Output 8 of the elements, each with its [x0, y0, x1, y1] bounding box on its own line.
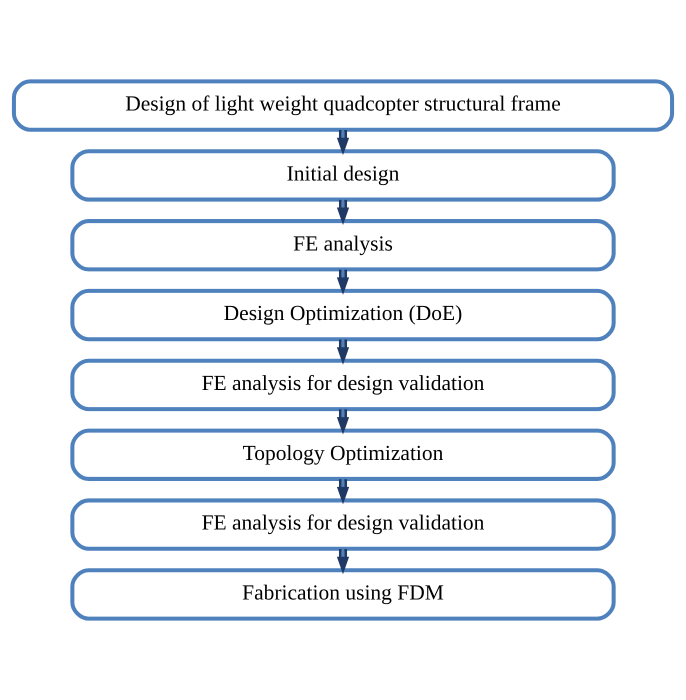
node-box: Initial design: [70, 149, 616, 202]
node-box: FE analysis: [70, 219, 616, 272]
node-box: Design of light weight quadcopter structural frame: [12, 79, 674, 132]
node-box: Topology Optimization: [70, 428, 616, 481]
node-box: Fabrication using FDM: [70, 568, 616, 621]
node-box: Design Optimization (DoE): [70, 288, 616, 342]
node-box: FE analysis for design validation: [70, 358, 616, 412]
node-box: FE analysis for design validation: [70, 498, 616, 551]
